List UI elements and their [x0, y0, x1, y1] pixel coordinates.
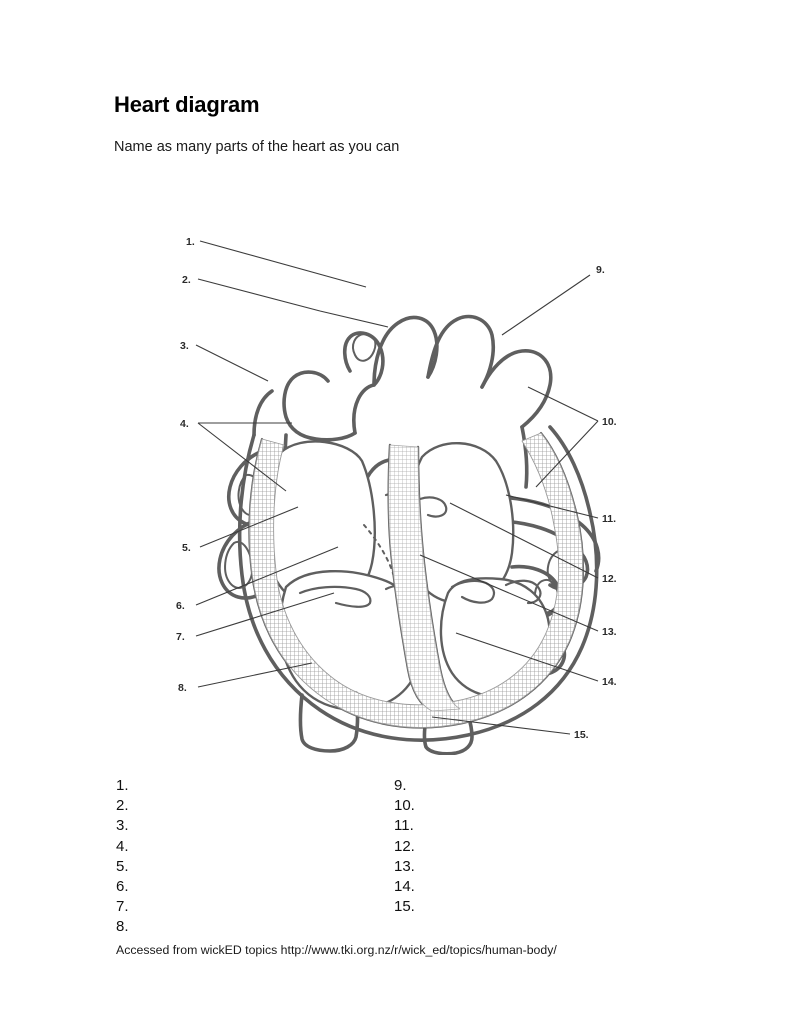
- superior-vena-cava: [282, 370, 357, 442]
- callout-label-15: 15.: [574, 729, 589, 741]
- answer-line[interactable]: 6.: [116, 877, 129, 895]
- answer-line[interactable]: 4.: [116, 837, 129, 855]
- aorta-crown-mid: [426, 314, 496, 389]
- leader-line-15: [431, 716, 571, 735]
- leader-line-10b: [535, 420, 599, 488]
- leader-line-9: [501, 274, 591, 336]
- callout-label-2: 2.: [182, 274, 191, 286]
- heart-outer-wall: [237, 425, 599, 742]
- callout-label-1: 1.: [186, 236, 195, 248]
- pulmonary-vein-left-lower-opening: [224, 540, 254, 589]
- answer-line[interactable]: 11.: [394, 817, 414, 835]
- answer-line[interactable]: 8.: [116, 918, 129, 936]
- leader-line-2: [197, 278, 321, 312]
- leader-line-8: [197, 662, 313, 688]
- callout-label-13: 13.: [602, 626, 617, 638]
- aorta-crown-left: [372, 315, 439, 387]
- page-title: Heart diagram: [114, 92, 260, 117]
- callout-label-12: 12.: [602, 573, 617, 585]
- leader-line-3: [195, 344, 269, 382]
- leader-line-12: [449, 502, 599, 579]
- answer-line[interactable]: 15.: [394, 898, 415, 916]
- inferior-vena-cava-stump: [298, 691, 360, 753]
- heart-diagram-svg: 1. 2. 3. 4. 5. 6. 7. 8. 9. 10. 11. 12. 1…: [176, 236, 617, 755]
- tricuspid-valve-leaflet-right: [504, 579, 542, 605]
- answer-list-right: 9. 10. 11. 12. 13. 14. 15.: [394, 776, 415, 917]
- source-note: Accessed from wickED topics http://www.t…: [116, 943, 557, 957]
- callout-leader-lines: [195, 240, 599, 735]
- answer-line[interactable]: 1.: [116, 777, 129, 794]
- leader-line-7: [195, 592, 335, 637]
- aorta-arch: [342, 331, 385, 435]
- answer-line[interactable]: 10.: [394, 797, 415, 815]
- chordae-tendineae: [363, 524, 395, 578]
- aorta-crown-right: [480, 349, 553, 429]
- leader-line-4b: [197, 422, 287, 492]
- answer-list-left: 1. 2. 3. 4. 5. 6. 7. 8.: [116, 776, 129, 938]
- leader-line-1: [199, 240, 367, 288]
- svc-outer-edge: [252, 389, 274, 437]
- aorta-descending-right: [520, 425, 529, 489]
- leader-line-5: [199, 506, 299, 548]
- descending-aorta-stump: [422, 713, 474, 755]
- callout-label-6: 6.: [176, 600, 185, 612]
- callout-label-8: 8.: [178, 682, 187, 694]
- mitral-valve-leaflet-left: [298, 585, 372, 608]
- answer-line[interactable]: 13.: [394, 857, 415, 875]
- callout-label-10: 10.: [602, 416, 617, 428]
- heart-outline-group: [217, 314, 601, 755]
- vessel-opening-aortic-branch: [352, 332, 377, 362]
- tricuspid-valve-leaflet-left: [450, 579, 496, 604]
- callout-label-9: 9.: [596, 264, 605, 276]
- leader-line-6: [195, 546, 339, 606]
- myocardium-hatch: [249, 432, 584, 728]
- page-subtitle: Name as many parts of the heart as you c…: [114, 139, 400, 155]
- answer-line[interactable]: 12.: [394, 837, 415, 855]
- answer-line[interactable]: 5.: [116, 857, 129, 875]
- callout-label-11: 11.: [602, 513, 616, 525]
- answer-line[interactable]: 7.: [116, 898, 129, 916]
- leader-line-14: [455, 632, 599, 682]
- leader-line-13: [419, 554, 599, 632]
- callout-label-3: 3.: [180, 340, 189, 352]
- leader-line-2b: [319, 310, 389, 328]
- answer-line[interactable]: 3.: [116, 817, 129, 835]
- leader-line-11: [505, 494, 599, 519]
- callout-number-labels: 1. 2. 3. 4. 5. 6. 7. 8. 9. 10. 11. 12. 1…: [176, 236, 617, 741]
- answer-line[interactable]: 14.: [394, 877, 415, 895]
- answer-line[interactable]: 2.: [116, 797, 129, 815]
- heart-diagram: 1. 2. 3. 4. 5. 6. 7. 8. 9. 10. 11. 12. 1…: [150, 195, 650, 755]
- callout-label-7: 7.: [176, 631, 185, 643]
- leader-line-10: [527, 386, 599, 422]
- pulmonary-valve-leaflet: [418, 496, 448, 518]
- callout-label-14: 14.: [602, 676, 617, 688]
- answer-line[interactable]: 9.: [394, 777, 407, 794]
- callout-label-5: 5.: [182, 542, 191, 554]
- callout-label-4: 4.: [180, 418, 189, 430]
